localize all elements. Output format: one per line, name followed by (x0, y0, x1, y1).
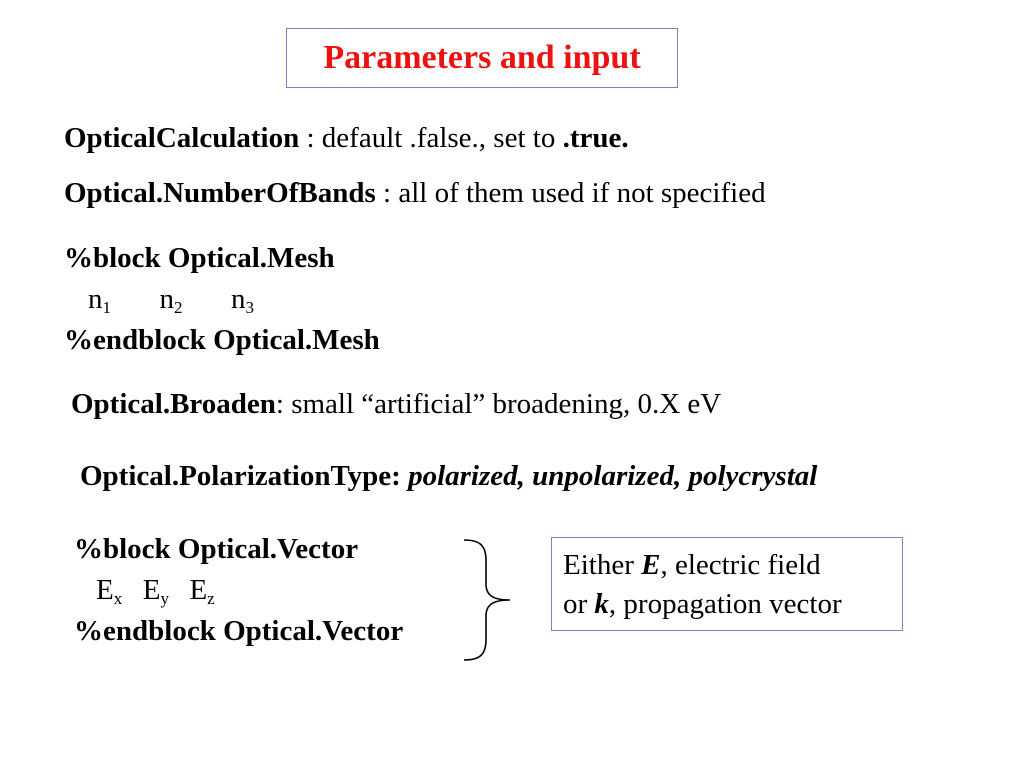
mesh-block-begin: %block Optical.Mesh (64, 241, 335, 275)
note-line-2-symbol: k (594, 588, 609, 620)
mesh-n2: n2 (159, 283, 183, 317)
vector-ez-sub: z (207, 589, 215, 608)
param-desc: : small “artificial” broadening, 0.X eV (275, 388, 722, 420)
mesh-block-end-text: %endblock Optical.Mesh (64, 324, 380, 356)
note-line-1-symbol: E (641, 549, 661, 581)
right-brace-icon (463, 539, 511, 661)
note-line-1-suffix: , electric field (660, 549, 821, 581)
param-value: .true. (562, 122, 629, 154)
param-number-of-bands: Optical.NumberOfBands : all of them used… (64, 176, 766, 210)
note-line-1-prefix: Either (563, 549, 642, 581)
title-box: Parameters and input (286, 28, 678, 88)
vector-block-end-text: %endblock Optical.Vector (74, 615, 404, 647)
vector-block-begin: %block Optical.Vector (74, 532, 358, 566)
mesh-n1: n1 (88, 283, 112, 317)
vector-block-values: Ex Ey Ez (96, 573, 215, 607)
param-polarization-type: Optical.PolarizationType: polarized, unp… (80, 459, 817, 493)
vector-ey-symbol: E (142, 574, 161, 606)
note-line-2-suffix: , propagation vector (608, 588, 842, 620)
mesh-n3-sub: 3 (245, 298, 255, 317)
note-line-2: or k, propagation vector (563, 585, 902, 624)
vector-ey: Ey (142, 574, 169, 608)
vector-ex-sub: x (113, 589, 123, 608)
vector-block-begin-text: %block Optical.Vector (74, 533, 359, 565)
param-broaden: Optical.Broaden: small “artificial” broa… (71, 387, 721, 421)
param-name: Optical.Broaden (71, 388, 276, 420)
mesh-n1-symbol: n (88, 283, 103, 315)
param-optical-calculation: OpticalCalculation : default .false., se… (64, 121, 629, 155)
mesh-n3: n3 (231, 283, 255, 317)
param-desc: : default .false., set to (299, 122, 563, 154)
note-line-2-prefix: or (563, 588, 595, 620)
vector-ex-symbol: E (96, 574, 114, 606)
vector-ez-symbol: E (189, 574, 208, 606)
vector-ez: Ez (189, 574, 215, 608)
mesh-n3-symbol: n (231, 283, 246, 315)
vector-block-end: %endblock Optical.Vector (74, 614, 403, 648)
param-name: OpticalCalculation (64, 122, 300, 154)
mesh-n2-symbol: n (159, 283, 175, 315)
mesh-block-begin-text: %block Optical.Mesh (64, 242, 335, 274)
param-desc: : all of them used if not specified (375, 177, 766, 209)
vector-ey-sub: y (160, 589, 169, 608)
slide-title: Parameters and input (323, 39, 641, 76)
mesh-n1-sub: 1 (102, 298, 112, 317)
note-line-1: Either E, electric field (563, 546, 902, 585)
mesh-n2-sub: 2 (174, 298, 183, 317)
mesh-block-values: n1 n2 n3 (88, 282, 254, 316)
param-name: Optical.PolarizationType: (80, 460, 401, 492)
param-options: polarized, unpolarized, polycrystal (400, 460, 818, 492)
vector-ex: Ex (96, 574, 123, 608)
mesh-block-end: %endblock Optical.Mesh (64, 323, 380, 357)
param-name: Optical.NumberOfBands (64, 177, 376, 209)
note-box: Either E, electric field or k, propagati… (551, 537, 903, 631)
